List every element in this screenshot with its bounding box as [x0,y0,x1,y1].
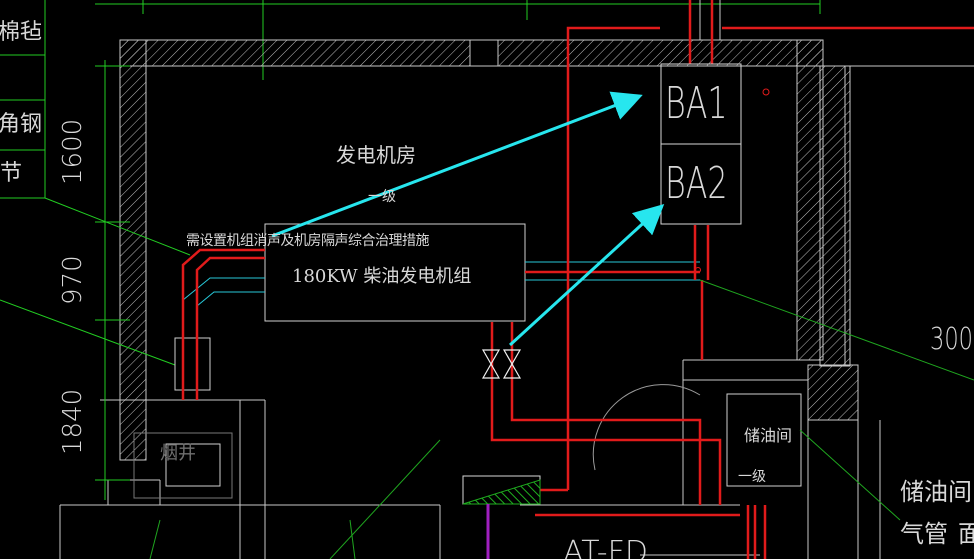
room-name-label: 发电机房 [336,143,416,167]
marker-point [695,267,701,273]
annotation-arrows [271,91,665,347]
panel-ba2-label: BA2 [665,158,728,209]
marker-point [762,88,770,96]
dim-left-970: 970 [58,255,88,305]
oil-room-grade-label: 一级 [738,469,766,485]
muffler [174,337,211,391]
flue-shaft [165,443,221,487]
bottom-label-atfd: AT-FD [563,535,648,559]
bottom-right-note-2: 气管 [900,520,948,548]
dim-left-1840: 1840 [58,388,88,455]
noise-note-label: 需设置机组消声及机房隔声综合治理措施 [186,233,430,249]
bottom-right-note-3: 面 [958,520,974,548]
oil-room-name-label: 储油间 [744,426,793,445]
wall-hatching [119,39,859,461]
leader-lines [149,279,974,559]
electrical-panels [660,63,742,225]
room-grade-label: 一级 [368,189,396,205]
red-piping [181,0,974,559]
dim-right-300: 300 [930,322,973,357]
left-callout-angle-steel: 角钢 [0,112,43,137]
dim-left-1600: 1600 [58,118,88,185]
fuel-tank-hatch [462,479,541,505]
oil-storage-room [726,393,802,487]
panel-ba1-label: BA1 [665,78,728,129]
left-callout-felt: 棉毡 [0,20,43,45]
wall-outlines [59,0,974,559]
flue-shaft-frame [133,432,233,499]
gate-valves [481,349,522,379]
generator-label: 180KW 柴油发电机组 [292,266,472,287]
left-dimension-chain [0,0,191,500]
bottom-right-note-1: 储油间内 [900,478,974,506]
flue-label: 烟井 [160,443,196,464]
left-callout-joint: 节 [0,161,23,186]
